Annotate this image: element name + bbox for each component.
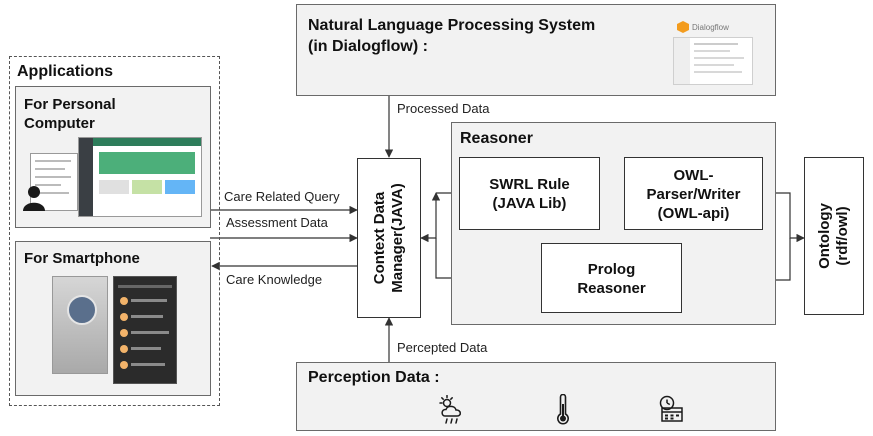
care-related-query-label: Care Related Query xyxy=(224,189,340,204)
weather-icon xyxy=(439,395,461,424)
applications-title: Applications xyxy=(17,63,114,80)
clock-calendar-icon xyxy=(659,395,683,422)
prolog-reasoner-label: Prolog Reasoner xyxy=(542,260,681,298)
owl-line1: OWL- xyxy=(673,167,714,184)
prolog-reasoner-box: Prolog Reasoner xyxy=(541,243,682,313)
nlp-title: Natural Language Processing System (in D… xyxy=(308,15,595,57)
owl-parser-box: OWL- Parser/Writer (OWL-api) xyxy=(624,157,763,230)
pc-app-title: For Personal Computer xyxy=(24,95,116,133)
dialogflow-screenshot: Dialogflow xyxy=(669,15,755,85)
dialogflow-logo: Dialogflow xyxy=(677,21,729,33)
pc-app-box: For Personal Computer xyxy=(15,86,211,228)
edge-manager-swrl xyxy=(420,192,441,243)
nlp-title-line2: (in Dialogflow) : xyxy=(308,38,428,55)
swrl-line1: SWRL Rule xyxy=(489,176,570,193)
owl-line2: Parser/Writer xyxy=(646,186,741,203)
dialogflow-logo-text: Dialogflow xyxy=(692,22,729,32)
thermometer-icon xyxy=(557,394,569,425)
swrl-line2: (JAVA Lib) xyxy=(492,195,567,212)
dialogflow-logo-icon xyxy=(677,21,689,33)
pc-title-line1: For Personal xyxy=(24,96,116,113)
context-data-manager-box: Context Data Manager(JAVA) xyxy=(357,158,421,318)
ontology-line2: (rdf/owl) xyxy=(834,206,851,266)
applications-container: Applications xyxy=(9,56,220,406)
percepted-data-label: Percepted Data xyxy=(397,340,488,355)
perception-data-box: Perception Data : xyxy=(296,362,776,431)
perception-title: Perception Data : xyxy=(308,369,440,386)
smartphone-home-thumbnail xyxy=(52,276,108,374)
pc-title-line2: Computer xyxy=(24,115,95,132)
nlp-title-line1: Natural Language Processing System xyxy=(308,17,596,34)
owl-parser-label: OWL- Parser/Writer (OWL-api) xyxy=(625,166,762,223)
context-manager-line2: Manager(JAVA) xyxy=(389,183,406,293)
ontology-label: Ontology (rdf/owl) xyxy=(816,203,852,269)
reasoner-title: Reasoner xyxy=(460,130,533,147)
user-icon xyxy=(23,186,45,211)
ontology-line1: Ontology xyxy=(816,203,833,269)
swrl-rule-box: SWRL Rule (JAVA Lib) xyxy=(459,157,600,230)
nlp-system-box: Natural Language Processing System (in D… xyxy=(296,4,776,96)
assessment-data-label: Assessment Data xyxy=(226,215,328,230)
pc-dashboard-thumbnail xyxy=(78,137,202,217)
processed-data-label: Processed Data xyxy=(397,101,490,116)
care-knowledge-label: Care Knowledge xyxy=(226,272,323,287)
pc-form-thumbnail xyxy=(30,153,78,211)
context-manager-line1: Context Data xyxy=(371,191,388,285)
dialogflow-console-thumbnail xyxy=(673,37,753,85)
ontology-box: Ontology (rdf/owl) xyxy=(804,157,864,315)
prolog-line1: Prolog xyxy=(587,261,636,278)
swrl-rule-label: SWRL Rule (JAVA Lib) xyxy=(460,175,599,213)
smartphone-app-box: For Smartphone xyxy=(15,241,211,396)
smartphone-chat-thumbnail xyxy=(113,276,177,384)
owl-line3: (OWL-api) xyxy=(657,205,730,222)
context-data-manager-label: Context Data Manager(JAVA) xyxy=(371,183,407,292)
smartphone-app-title: For Smartphone xyxy=(24,250,140,267)
prolog-line2: Reasoner xyxy=(577,280,646,297)
